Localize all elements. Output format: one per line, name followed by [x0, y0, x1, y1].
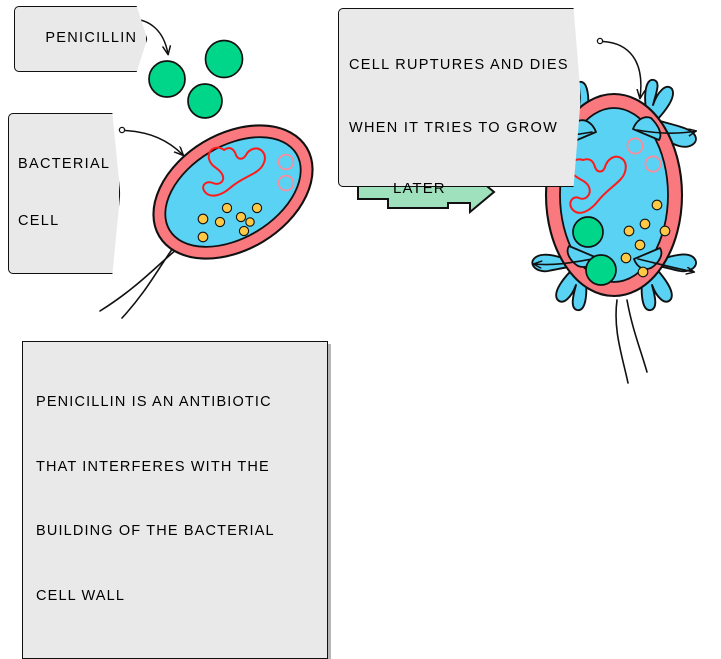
ribosomes-left: [197, 202, 263, 243]
rupture-leader-arrow: [596, 37, 640, 98]
diagram-canvas: PENICILLIN BACTERIAL CELL CELL RUPTURES …: [8, 6, 721, 659]
later-arrow-label: LATER: [393, 180, 446, 197]
plasmid-right: [626, 137, 644, 155]
penicillin-molecule: [148, 60, 186, 98]
flagella-right-cell: [615, 299, 648, 384]
plasmid-right: [644, 155, 662, 173]
diagram-artwork: [99, 15, 721, 384]
plasmid-left: [277, 153, 295, 171]
bacterial-cell-label: BACTERIAL CELL: [8, 113, 121, 274]
bacterial-cell-ruptured: [526, 79, 696, 384]
bacterial-cell-leader-arrow: [118, 126, 183, 155]
caption-line-4: CELL WALL: [36, 587, 126, 604]
bacterial-cell-intact: [99, 124, 314, 319]
caption-line-3: BUILDING OF THE BACTERIAL: [36, 523, 275, 539]
penicillin-molecule: [204, 39, 244, 79]
caption-box: PENICILLIN IS AN ANTIBIOTIC THAT INTERFE…: [22, 341, 328, 659]
plasmid-left: [277, 174, 295, 192]
nucleoid-right: [569, 155, 627, 214]
ribosomes-right: [620, 199, 671, 278]
penicillin-granule: [572, 216, 604, 248]
penicillin-label: PENICILLIN: [14, 6, 148, 72]
nucleoid-left: [202, 146, 266, 197]
caption-line-2: THAT INTERFERES WITH THE: [36, 458, 270, 475]
cell-rupture-label: CELL RUPTURES AND DIES WHEN IT TRIES TO …: [338, 8, 581, 187]
penicillin-molecule: [187, 83, 223, 119]
penicillin-molecules: [148, 39, 244, 119]
cell-rupture-label-line1: CELL RUPTURES AND DIES: [349, 57, 569, 73]
penicillin-granule: [585, 254, 617, 286]
bacterial-cell-label-line1: BACTERIAL: [18, 156, 111, 172]
penicillin-label-text: PENICILLIN: [45, 30, 138, 46]
caption-line-1: PENICILLIN IS AN ANTIBIOTIC: [36, 394, 272, 410]
bacterial-cell-label-line2: CELL: [18, 213, 60, 229]
cell-rupture-label-line2: WHEN IT TRIES TO GROW: [349, 120, 559, 136]
